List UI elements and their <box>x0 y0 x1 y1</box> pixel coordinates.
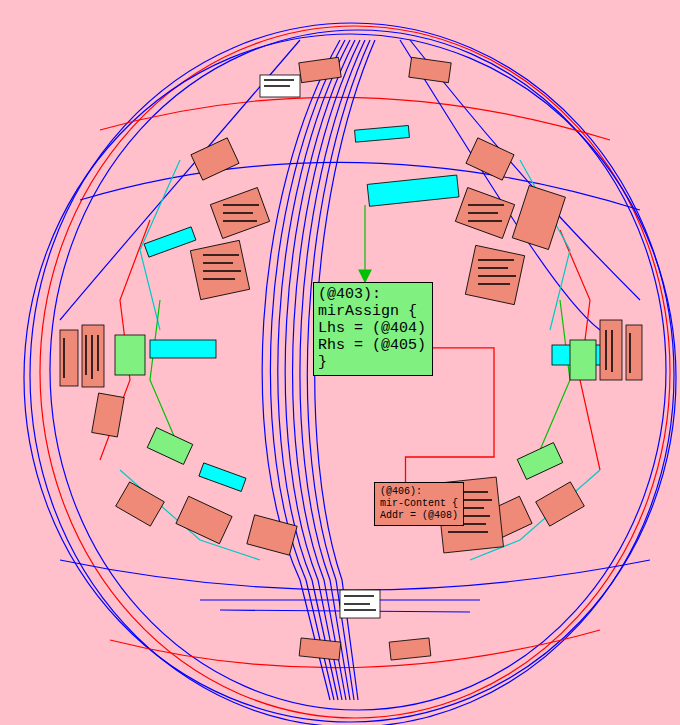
assign-node: (@403):mirAssign {Lhs = (@404)Rhs = (@40… <box>313 282 433 376</box>
node-text: (@403): <box>318 286 426 303</box>
node-text: mirAssign { <box>318 303 426 320</box>
node-text: mir-Content { <box>380 498 458 510</box>
node-text: (@406): <box>380 486 458 498</box>
node-text: } <box>318 354 426 371</box>
node-text: Addr = (@408) <box>380 510 458 522</box>
node-text: Rhs = (@405) <box>318 337 426 354</box>
node-text: Lhs = (@404) <box>318 320 426 337</box>
content-node: (@406):mir-Content {Addr = (@408) <box>374 482 464 526</box>
